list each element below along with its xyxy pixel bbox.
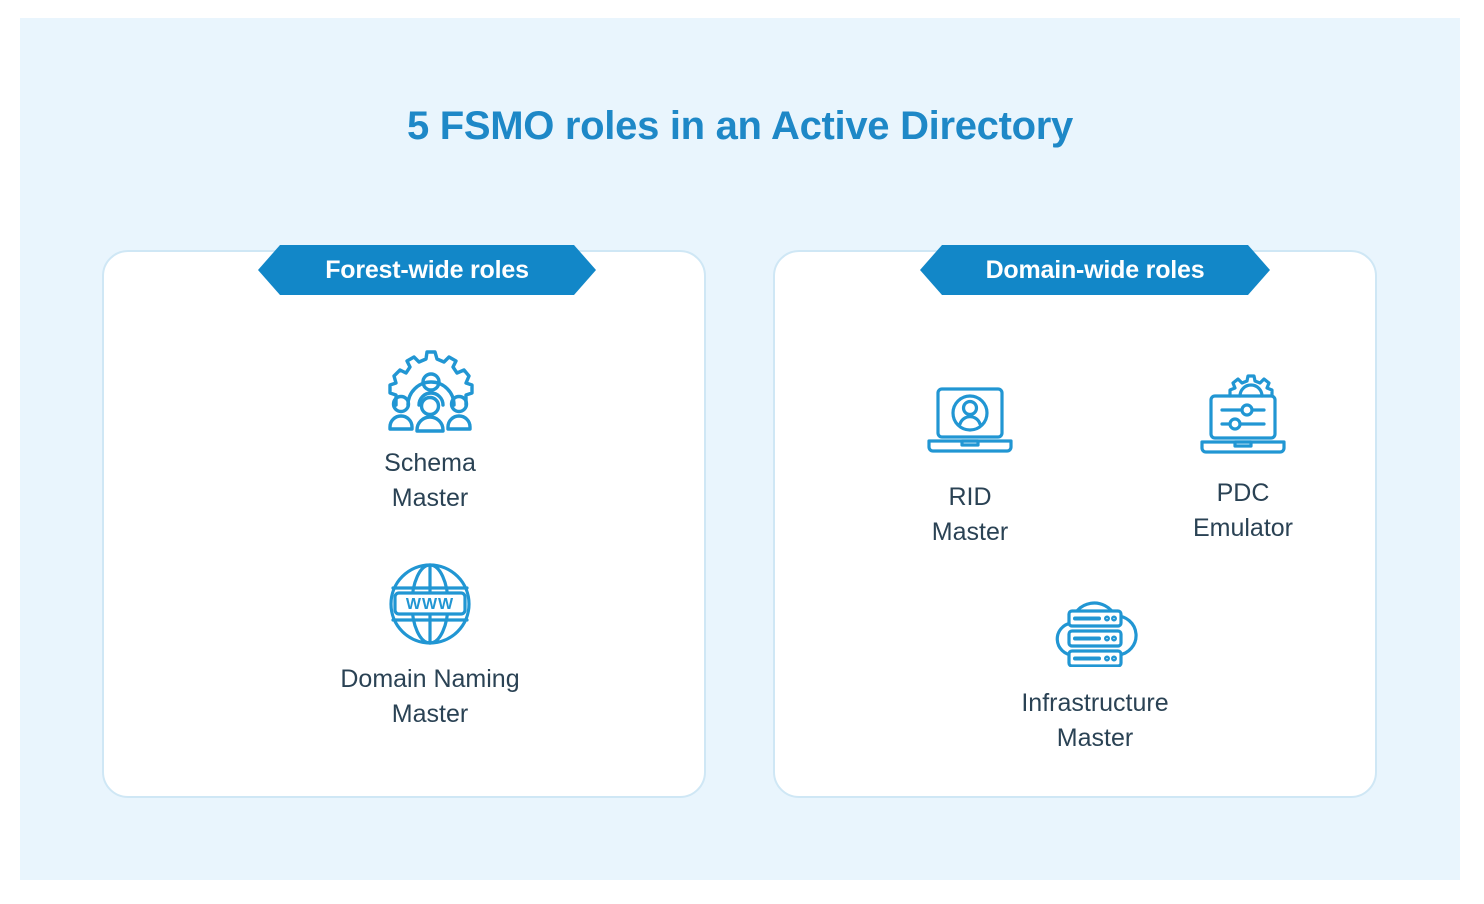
infographic-canvas: 5 FSMO roles in an Active Directory Fore… — [20, 18, 1460, 880]
forest-wide-card — [102, 250, 706, 798]
globe-www-icon: WWW — [310, 556, 550, 652]
role-pdc-emulator: PDC Emulator — [1123, 370, 1363, 546]
page-title: 5 FSMO roles in an Active Directory — [406, 104, 1073, 148]
role-domain-naming-master: WWW Domain Naming Master — [310, 556, 550, 732]
role-label: Infrastructure Master — [1021, 689, 1169, 752]
role-label: Schema Master — [384, 449, 476, 512]
laptop-settings-gear-icon — [1123, 370, 1363, 466]
svg-text:WWW: WWW — [406, 596, 454, 613]
forest-wide-banner: Forest-wide roles — [258, 245, 596, 295]
role-label: RID Master — [931, 483, 1009, 546]
gear-people-icon — [310, 340, 550, 436]
role-label: PDC Emulator — [1192, 479, 1294, 542]
domain-wide-banner: Domain-wide roles — [920, 245, 1270, 295]
role-label: Domain Naming Master — [340, 665, 520, 728]
role-rid-master: RID Master — [850, 374, 1090, 550]
role-infrastructure-master: Infrastructure Master — [975, 580, 1215, 756]
cloud-server-icon — [975, 580, 1215, 676]
role-schema-master: Schema Master — [310, 340, 550, 516]
laptop-user-icon — [850, 374, 1090, 470]
domain-wide-card — [773, 250, 1377, 798]
